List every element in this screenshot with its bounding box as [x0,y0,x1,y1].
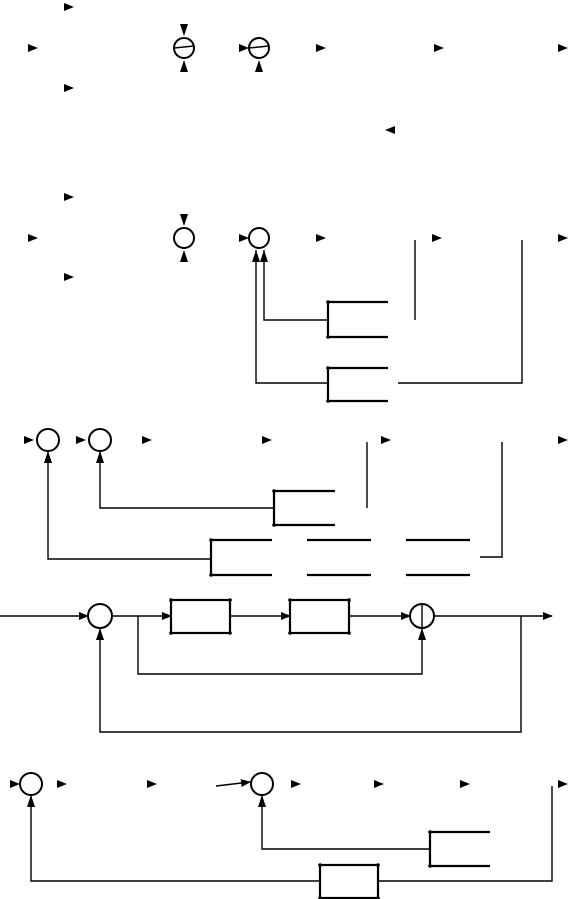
summing-junction [173,227,195,249]
forward-block-1 [169,598,232,635]
arrowhead [558,44,568,52]
arrowhead [76,436,86,444]
panel-3 [24,428,568,577]
feedback-block [326,366,388,403]
arrowhead [28,44,38,52]
feedback-block-outer [318,863,380,899]
arrowhead [239,44,249,52]
panel-5 [10,772,568,899]
forward-block-2 [288,598,351,635]
arrowhead [28,234,38,242]
feedback-block [326,300,388,339]
panel-1 [28,3,568,134]
arrowhead [64,84,74,92]
arrowhead [180,24,188,36]
arrowhead [24,436,34,444]
arrowhead [432,234,442,242]
feedback-block [428,830,490,868]
arrowhead [180,60,188,72]
arrowhead [64,273,74,281]
arrowhead [434,44,444,52]
summing-junction [88,428,112,452]
summing-junction [19,772,43,796]
arrowhead [381,436,391,444]
arrowhead [460,780,470,788]
arrowhead [64,193,74,201]
arrowhead [64,3,74,11]
summing-junction [87,603,113,629]
summing-junction [36,428,60,452]
arrowhead [57,780,67,788]
summing-junction [250,772,274,796]
arrowhead [316,44,326,52]
feedback-block [209,538,272,577]
arrowhead [385,126,395,134]
panel-2 [28,193,568,403]
arrowhead [180,250,188,262]
arrowhead [180,214,188,226]
arrowhead [558,780,568,788]
arrowhead [558,234,568,242]
arrowhead [316,234,326,242]
feedback-block [272,489,335,527]
arrowhead [10,780,20,788]
arrowhead [262,436,272,444]
arrowhead [147,780,157,788]
arrowhead [142,436,152,444]
arrowhead [558,436,568,444]
arrowhead [239,234,249,242]
arrowhead [291,780,301,788]
arrowhead [374,780,384,788]
panel-4 [0,598,553,733]
arrowhead [255,60,263,72]
summing-junction [248,227,270,249]
